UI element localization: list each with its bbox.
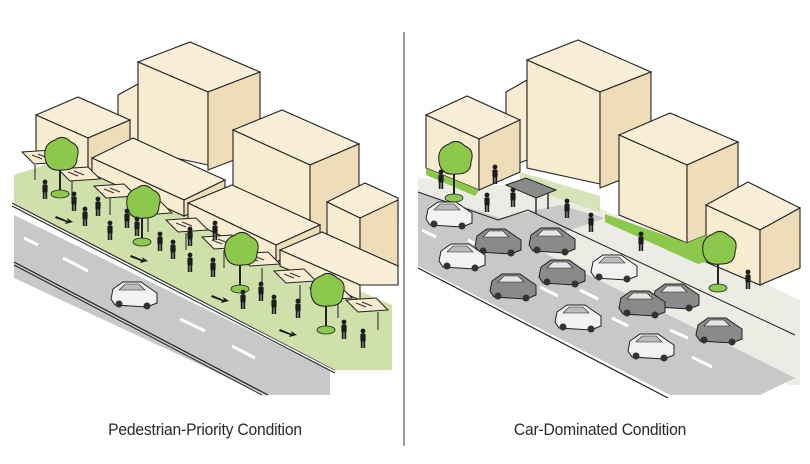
left-road — [14, 215, 330, 395]
right-road-edge-bottom — [417, 267, 669, 399]
caption-car-dominated: Car-Dominated Condition — [513, 420, 687, 439]
right-buildings — [424, 39, 802, 286]
right-panel — [417, 39, 802, 399]
right-grass-strip-2 — [605, 214, 706, 264]
left-lane-markings — [23, 236, 256, 360]
caption-pedestrian-priority: Pedestrian-Priority Condition — [108, 420, 302, 439]
left-panel — [11, 41, 399, 396]
left-road-edge-top — [11, 202, 336, 371]
panel-divider — [403, 32, 405, 446]
bus-shelter — [504, 177, 558, 214]
right-lane-markings — [421, 228, 713, 369]
left-road-edge-bottom — [13, 261, 269, 396]
